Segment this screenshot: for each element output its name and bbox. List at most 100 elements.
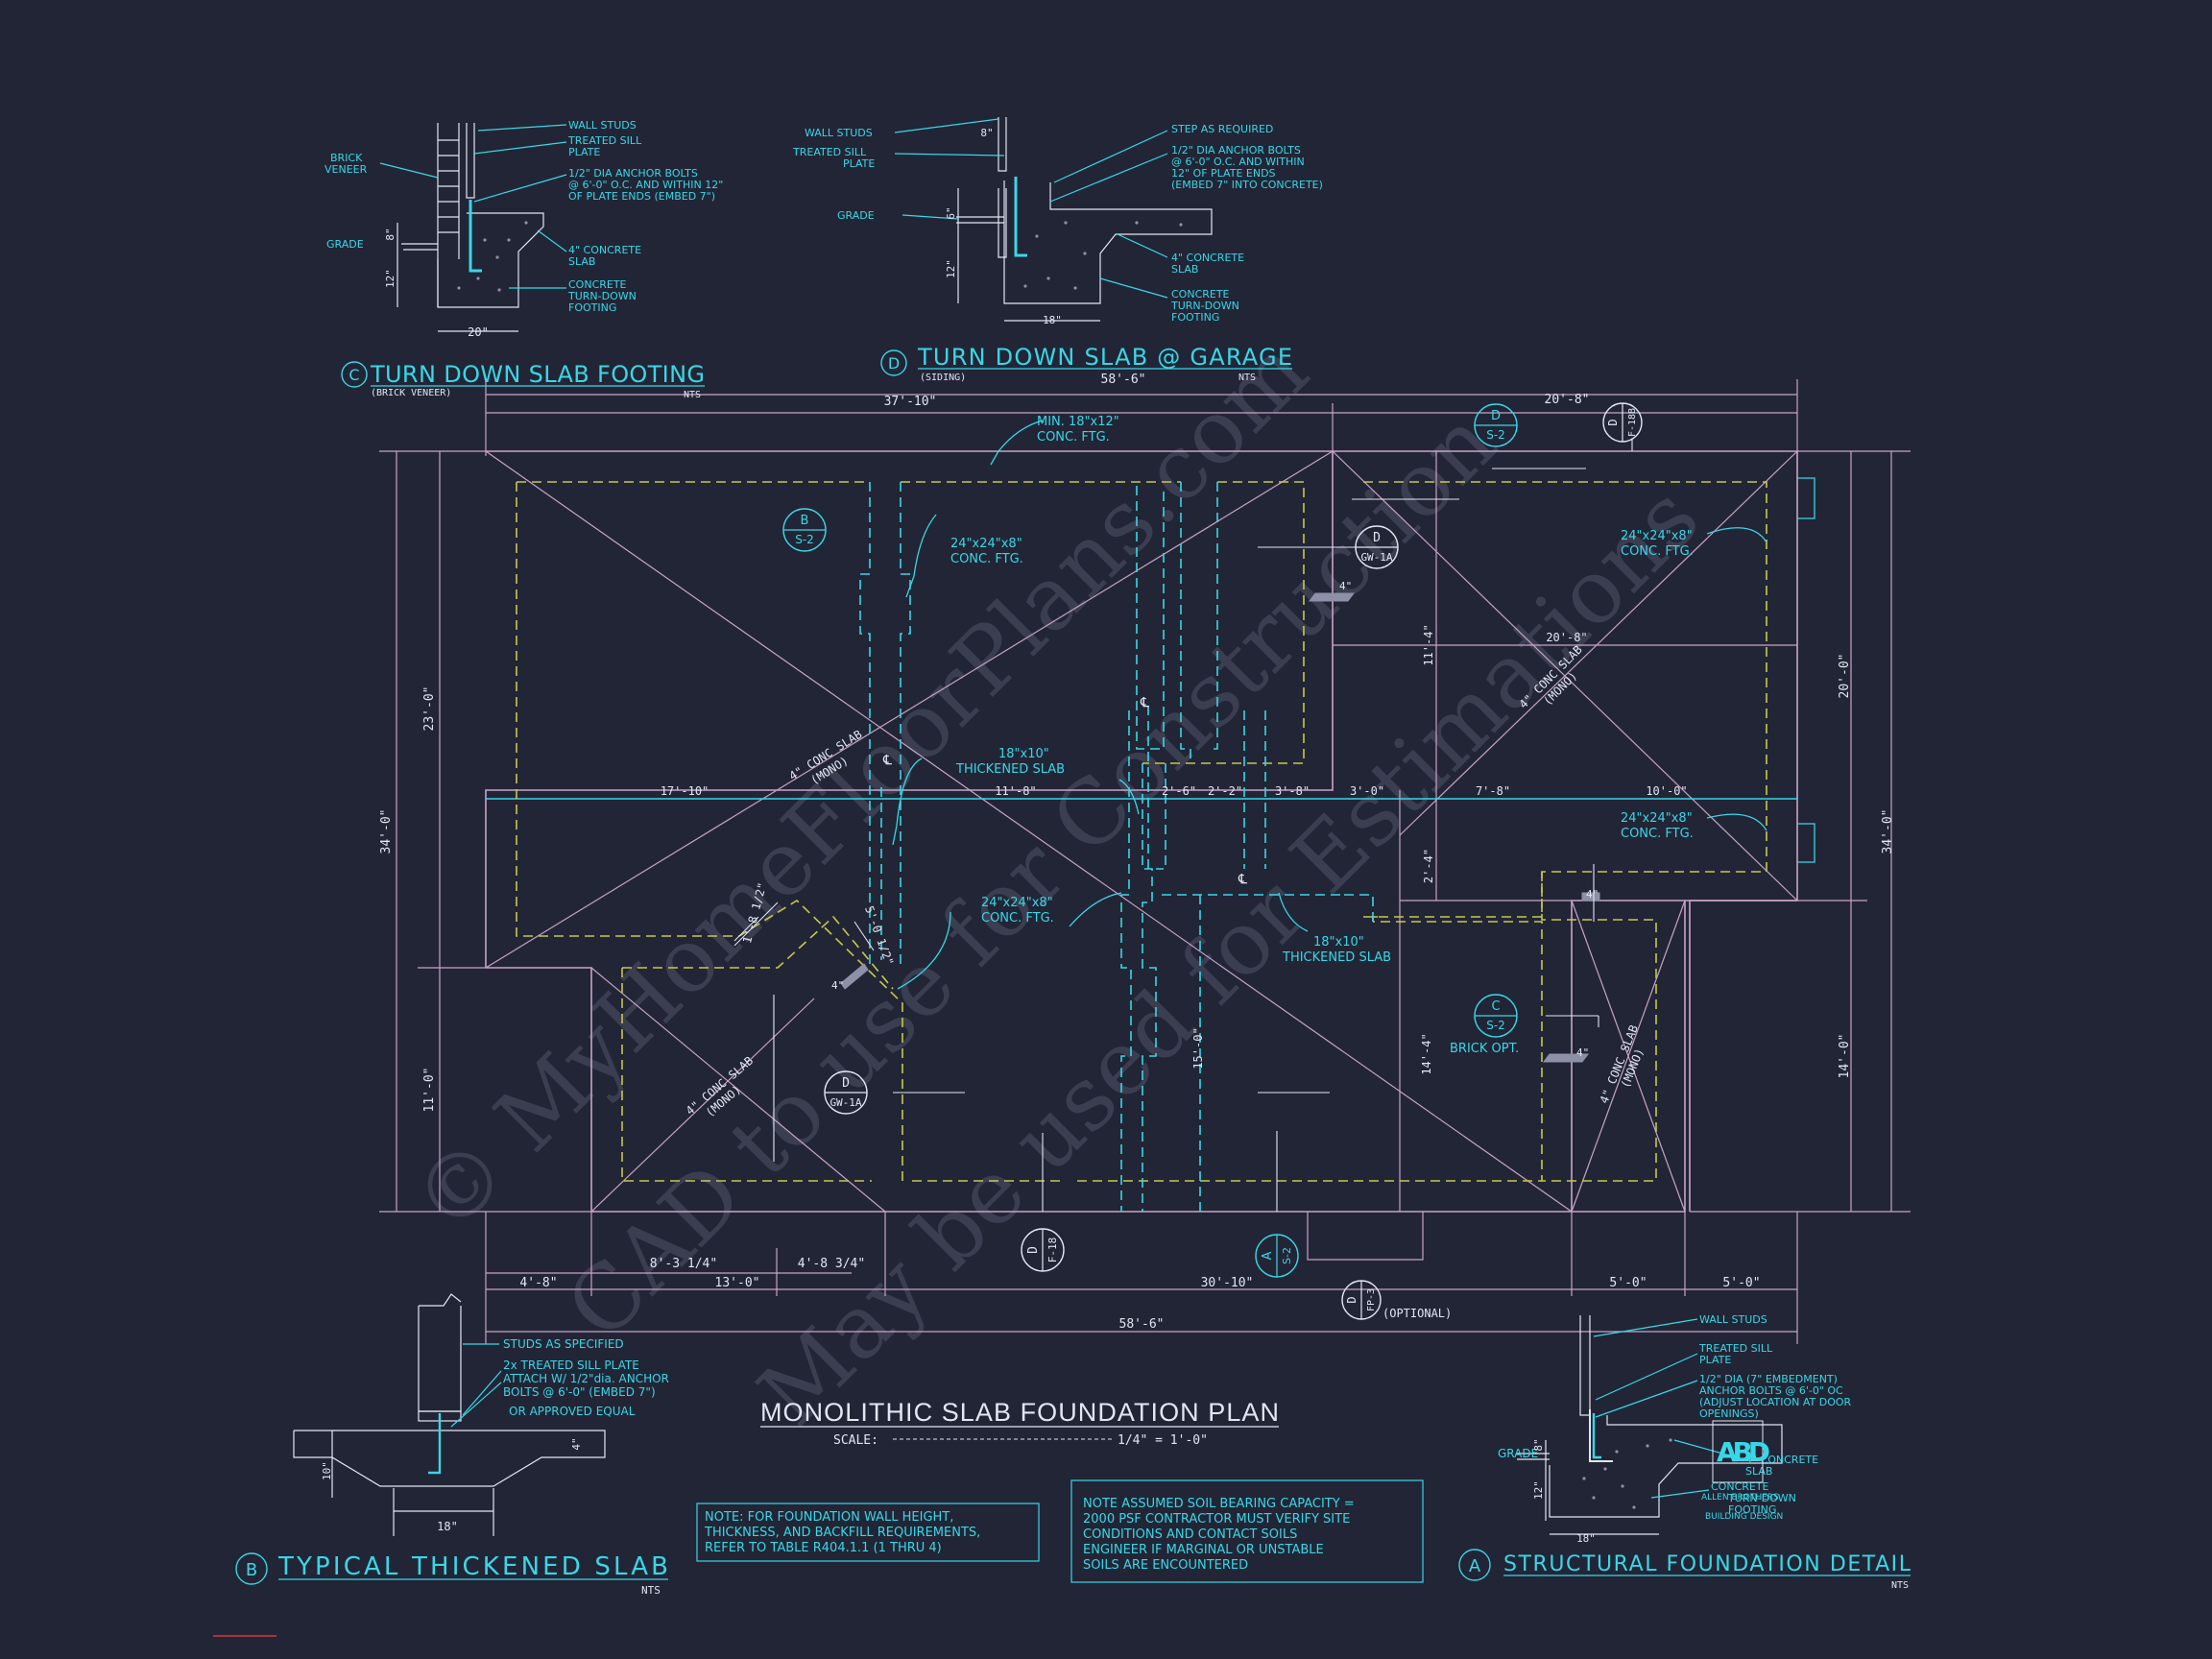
- detail-a-note-10: CONCRETE: [1711, 1480, 1769, 1493]
- company-logo: ABD ALLEN BROTHERS BUILDING DESIGN: [1701, 1420, 1783, 1522]
- dim-right-overall: 34'-0": [1881, 809, 1895, 854]
- detail-c-note-10: TURN-DOWN: [567, 290, 637, 302]
- dim-mid-b: 11'-8": [995, 784, 1036, 798]
- note-ftg-c1: 24"x24"x8": [1621, 811, 1693, 826]
- dim-bottom-2: 8'-3 1/4": [650, 1257, 717, 1271]
- dim-left-lower: 11'-0": [422, 1068, 437, 1113]
- detail-c-dim-1: 8": [384, 228, 397, 240]
- detail-d-note-2: 1/2" DIA ANCHOR BOLTS: [1171, 144, 1301, 156]
- detail-a-note-9: SLAB: [1745, 1465, 1772, 1478]
- detail-c-dim-2: 12": [384, 269, 397, 288]
- detail-d-dim-1: 8": [980, 127, 993, 139]
- detail-d-dim-2: 6": [945, 206, 957, 219]
- detail-d-left-2: TREATED SILL: [792, 146, 867, 158]
- section-tag-d-gw1a-bottom[interactable]: D GW-1A: [824, 1070, 868, 1115]
- detail-b-note-3: ATTACH W/ 1/2"dia. ANCHOR: [503, 1372, 669, 1385]
- section-tag-d-s2[interactable]: D S-2: [1474, 403, 1518, 447]
- detail-d-title: TURN DOWN SLAB @ GARAGE: [917, 344, 1292, 371]
- wall-note-line-3: REFER TO TABLE R404.1.1 (1 THRU 4): [705, 1541, 942, 1555]
- dim-mid-h: 10'-0": [1646, 784, 1687, 798]
- tag-letter: C: [1491, 999, 1500, 1014]
- detail-d-dim-3: 12": [945, 259, 957, 278]
- soil-note-line-1: NOTE ASSUMED SOIL BEARING CAPACITY =: [1083, 1497, 1355, 1511]
- section-tag-c-s2[interactable]: C S-2: [1474, 994, 1518, 1038]
- tag-letter: D: [1345, 1296, 1358, 1303]
- dim-bottom-4: 13'-0": [715, 1276, 760, 1290]
- note-thick-b2: THICKENED SLAB: [1282, 950, 1391, 965]
- section-tag-d-f18[interactable]: D F-18: [1021, 1228, 1065, 1272]
- note-min-ftg-2: CONC. FTG.: [1037, 430, 1110, 445]
- detail-a-title: STRUCTURAL FOUNDATION DETAIL: [1503, 1552, 1911, 1576]
- tag-sheet: FP-3: [1366, 1288, 1377, 1311]
- note-ftg-a1: 24"x24"x8": [950, 537, 1022, 551]
- logo-letters: ABD: [1717, 1436, 1770, 1468]
- detail-c-note-4: 1/2" DIA ANCHOR BOLTS: [568, 167, 698, 180]
- tag-sheet: S-2: [1486, 1019, 1505, 1032]
- section-tag-d-f18b[interactable]: D F-18B: [1602, 402, 1643, 443]
- tag-sheet: F-18: [1046, 1238, 1059, 1263]
- note-ftg-d1: 24"x24"x8": [981, 896, 1053, 910]
- detail-b-note-2: 2x TREATED SILL PLATE: [503, 1358, 639, 1372]
- detail-d-left-1: WALL STUDS: [805, 127, 873, 139]
- detail-d-note-9: TURN-DOWN: [1170, 300, 1239, 312]
- detail-c-note-2: TREATED SILL: [567, 134, 642, 147]
- dim-mid-e: 3'-8": [1275, 784, 1310, 798]
- detail-d-left-3: PLATE: [843, 157, 875, 170]
- detail-a-note-7: OPENINGS): [1699, 1407, 1759, 1420]
- logo-caption-2: BUILDING DESIGN: [1705, 1512, 1783, 1522]
- note-ftg-b2: CONC. FTG.: [1621, 544, 1694, 559]
- note-ftg-c2: CONC. FTG.: [1621, 827, 1694, 841]
- section-tag-d-gw1a-top[interactable]: D GW-1A: [1355, 525, 1399, 569]
- detail-a-dim-3: 18": [1576, 1532, 1596, 1545]
- detail-d-note-10: FOOTING: [1171, 311, 1219, 324]
- dim-mid-g: 7'-8": [1476, 784, 1510, 798]
- tag-letter: B: [801, 514, 809, 528]
- detail-c-left-2: VENEER: [325, 163, 368, 176]
- section-tags[interactable]: B S-2 D S-2 D GW-1A D GW-1A C S-2: [782, 402, 1643, 1320]
- detail-c-note-6: OF PLATE ENDS (EMBED 7"): [568, 190, 715, 203]
- detail-a-letter: A: [1469, 1556, 1481, 1576]
- detail-c-subtitle: (BRICK VENEER): [371, 388, 451, 398]
- dim-mid-k: 2'-4": [1422, 849, 1435, 883]
- detail-c-note-9: CONCRETE: [568, 278, 627, 291]
- detail-d-note-1: STEP AS REQUIRED: [1171, 123, 1273, 135]
- detail-a-note-8: 4" CONCRETE: [1745, 1454, 1818, 1466]
- detail-d-dim-4: 18": [1043, 314, 1062, 326]
- section-tag-a-s2[interactable]: A S-2: [1255, 1234, 1299, 1278]
- detail-b-scale: NTS: [641, 1584, 661, 1597]
- detail-d-turn-down-slab-garage: STEP AS REQUIRED 1/2" DIA ANCHOR BOLTS @…: [792, 117, 1323, 383]
- detail-c-note-7: 4" CONCRETE: [568, 244, 641, 256]
- detail-b-title: TYPICAL THICKENED SLAB: [277, 1552, 668, 1581]
- centerline-b: ℄: [1140, 695, 1149, 710]
- dim-mid-a: 17'-10": [661, 784, 709, 798]
- detail-a-dim-2: 12": [1532, 1480, 1545, 1500]
- step-a: 4": [1339, 580, 1352, 592]
- wall-note-line-1: NOTE: FOR FOUNDATION WALL HEIGHT,: [705, 1510, 953, 1525]
- dim-bottom-1: 4'-8": [519, 1276, 557, 1290]
- dim-mid-l: 15'-0": [1191, 1027, 1205, 1069]
- detail-a-structural-foundation-detail: WALL STUDS TREATED SILL PLATE 1/2" DIA (…: [1458, 1313, 1911, 1591]
- dim-top-right: 20'-8": [1545, 393, 1590, 407]
- wall-note-box: NOTE: FOR FOUNDATION WALL HEIGHT, THICKN…: [696, 1503, 1040, 1562]
- detail-c-note-1: WALL STUDS: [568, 119, 637, 132]
- detail-c-turn-down-slab-footing: WALL STUDS TREATED SILL PLATE 1/2" DIA A…: [325, 119, 723, 400]
- tag-letter: D: [1491, 409, 1501, 423]
- tag-letter: A: [1261, 1251, 1275, 1260]
- tag-sheet: GW-1A: [1360, 551, 1392, 564]
- detail-c-note-5: @ 6'-0" O.C. AND WITHIN 12": [568, 179, 723, 191]
- dim-left-upper: 23'-0": [422, 686, 437, 732]
- tag-letter: D: [1026, 1246, 1041, 1254]
- detail-b-note-1: STUDS AS SPECIFIED: [503, 1337, 624, 1351]
- detail-b-note-4: BOLTS @ 6'-0" (EMBED 7"): [503, 1385, 656, 1399]
- detail-b-dim-1: 4": [570, 1437, 583, 1450]
- section-tag-d-fp3[interactable]: D FP-3: [1341, 1280, 1382, 1320]
- step-d: 4": [1586, 888, 1599, 901]
- tag-sheet: F-18B: [1627, 408, 1638, 437]
- dim-mid-c: 2'-6": [1162, 784, 1196, 798]
- dim-mid-f: 3'-0": [1350, 784, 1384, 798]
- section-tag-b-s2[interactable]: B S-2: [782, 508, 827, 552]
- detail-c-scale: NTS: [684, 390, 701, 400]
- detail-c-left-1: BRICK: [330, 152, 363, 164]
- centerline-a: ℄: [882, 753, 892, 768]
